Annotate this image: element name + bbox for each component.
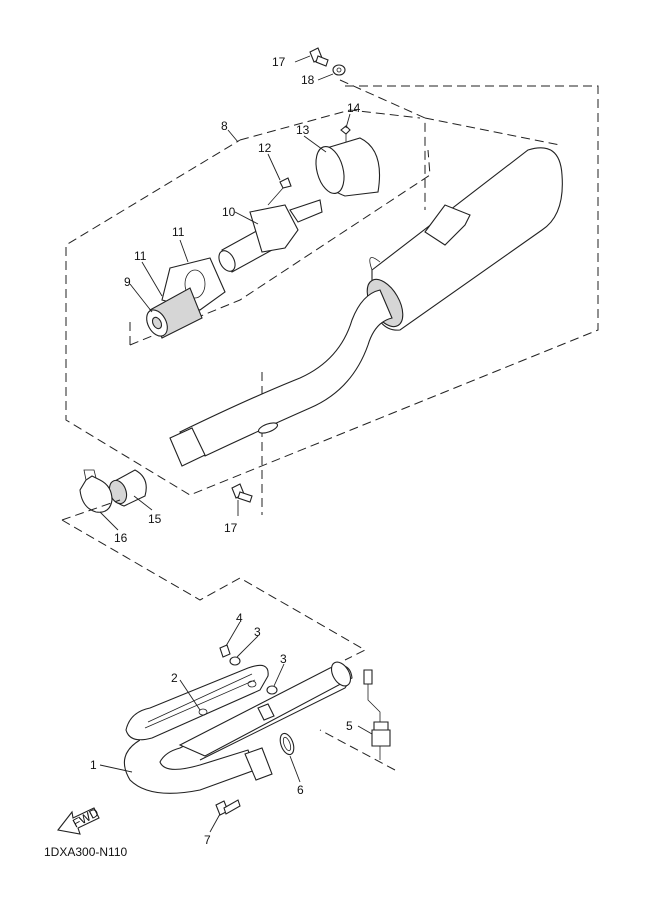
muffler-body (366, 147, 563, 331)
callout-labels: 17 18 14 13 8 12 10 11 11 9 15 16 17 4 3… (90, 55, 361, 847)
callout-8: 8 (221, 119, 228, 133)
callout-1: 1 (90, 758, 97, 772)
callout-5: 5 (346, 719, 353, 733)
callout-2: 2 (171, 671, 178, 685)
callout-17-top: 17 (272, 55, 286, 69)
exhaust-pipe-link (169, 289, 393, 467)
leader-lines (99, 55, 373, 833)
forward-arrow-icon: FWD (57, 805, 101, 835)
callout-10: 10 (222, 205, 236, 219)
gasket-6 (279, 732, 295, 756)
diagram-code: 1DXA300-N110 (44, 845, 127, 859)
washer-18 (332, 64, 346, 76)
callout-6: 6 (297, 783, 304, 797)
callout-11-left: 11 (134, 249, 147, 263)
boss-nut (257, 703, 275, 721)
washer-3-lower (266, 685, 278, 695)
callout-13: 13 (296, 123, 310, 137)
bolt-17-bottom (231, 483, 253, 503)
screw-12 (267, 177, 292, 206)
callout-9: 9 (124, 275, 131, 289)
callout-11-right: 11 (172, 225, 185, 239)
screw-14 (340, 125, 351, 142)
callout-14: 14 (347, 101, 361, 115)
heat-protector-2 (125, 664, 269, 741)
callout-15: 15 (148, 512, 162, 526)
clamp-16 (79, 469, 113, 513)
sub-assembly-8-outline (239, 109, 421, 141)
washer-3-upper (229, 656, 241, 666)
callout-17-bottom: 17 (224, 521, 238, 535)
end-cap-13 (315, 137, 381, 197)
callout-4: 4 (236, 611, 243, 625)
bolt-4 (219, 644, 231, 658)
callout-18: 18 (301, 73, 315, 87)
head-pipe-outline (61, 499, 396, 771)
muffler-assembly-outline (65, 79, 599, 515)
o2-sensor-5 (363, 669, 391, 760)
callout-3-upper: 3 (254, 625, 261, 639)
bolt-7 (215, 799, 241, 816)
inner-pipe-10 (218, 199, 323, 273)
callout-12: 12 (258, 141, 272, 155)
bolt-17-top (309, 47, 329, 67)
callout-16: 16 (114, 531, 128, 545)
callout-3-lower: 3 (280, 652, 287, 666)
silencer-core-9 (146, 287, 203, 339)
gasket-15 (108, 469, 147, 507)
fwd-label: FWD (70, 805, 101, 830)
callout-7: 7 (204, 833, 211, 847)
